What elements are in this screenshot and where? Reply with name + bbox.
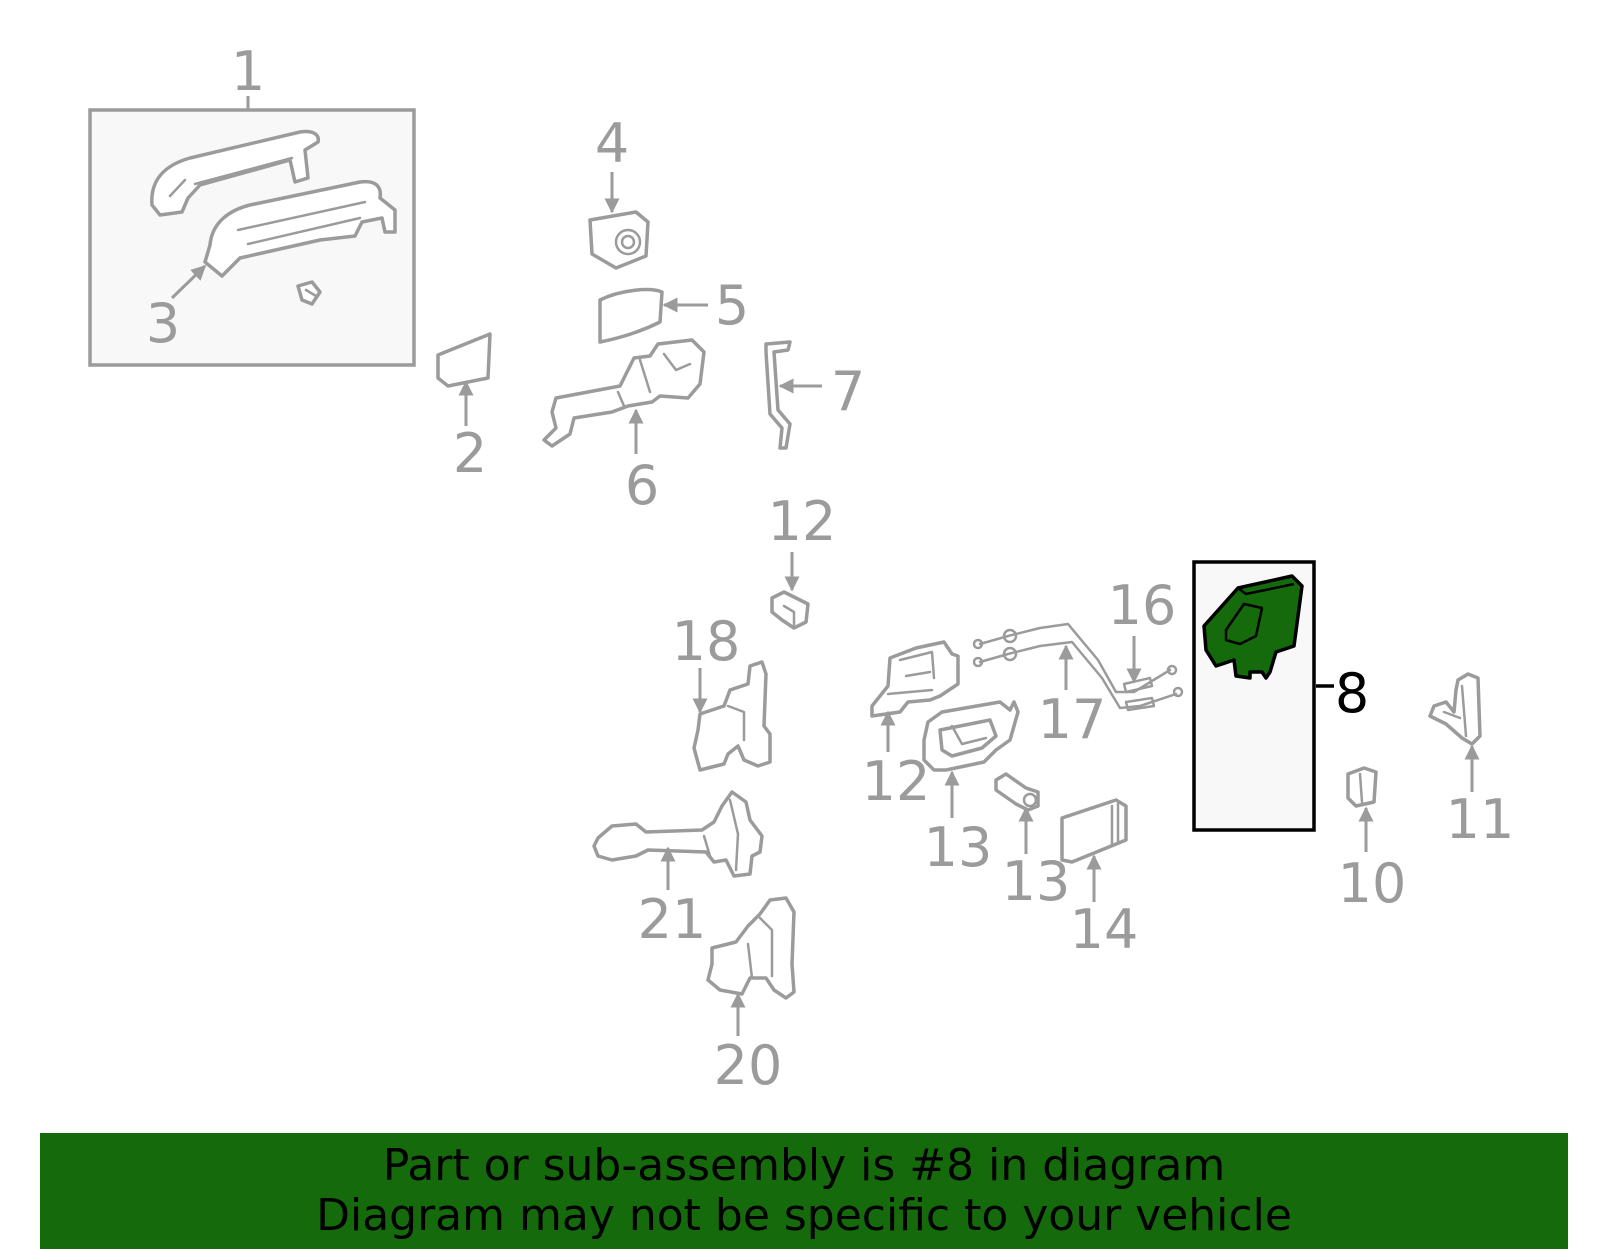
callout-13[interactable]: 13 xyxy=(1002,850,1071,913)
callout-12[interactable]: 12 xyxy=(862,750,931,813)
parts-diagram: 1 3 2 4 5 6 7 12 18 xyxy=(88,40,1515,1097)
callout-5[interactable]: 5 xyxy=(715,274,749,337)
part-21-door-check[interactable] xyxy=(592,790,764,890)
callout-8[interactable]: 8 xyxy=(1335,662,1369,725)
part-19[interactable] xyxy=(692,660,772,772)
callout-19[interactable]: 18 xyxy=(672,610,741,673)
part-10-clip[interactable] xyxy=(1346,766,1378,852)
info-banner: Part or sub-assembly is #8 in diagram Di… xyxy=(40,1133,1568,1249)
part-12-inside-handle[interactable] xyxy=(870,640,960,752)
callout-7[interactable]: 7 xyxy=(831,360,865,423)
callout-4[interactable]: 4 xyxy=(595,112,629,175)
part-18-clips[interactable] xyxy=(1122,636,1156,712)
part-11-striker[interactable] xyxy=(1428,672,1482,792)
callout-3[interactable]: 3 xyxy=(146,292,180,355)
callout-21[interactable]: 21 xyxy=(638,888,707,951)
part-6-handle-frame[interactable] xyxy=(542,338,706,454)
callout-15[interactable]: 13 xyxy=(924,816,993,879)
callout-17[interactable]: 17 xyxy=(1038,688,1107,751)
callout-11[interactable]: 11 xyxy=(1446,788,1515,851)
part-2[interactable] xyxy=(436,332,492,426)
callout-20[interactable]: 20 xyxy=(714,1034,783,1097)
part-1-outside-handle-assembly[interactable] xyxy=(88,96,416,367)
banner-line-2: Diagram may not be specific to your vehi… xyxy=(316,1190,1292,1241)
part-5[interactable] xyxy=(598,287,708,344)
part-13-screw[interactable] xyxy=(994,772,1040,854)
part-8-door-latch[interactable] xyxy=(1192,560,1334,832)
part-4-lock-cylinder[interactable] xyxy=(588,172,650,270)
callout-14[interactable]: 12 xyxy=(768,490,837,553)
part-15-bezel[interactable] xyxy=(922,700,1020,818)
callout-16[interactable]: 14 xyxy=(1070,898,1139,961)
callout-18[interactable]: 16 xyxy=(1108,574,1177,637)
callout-1[interactable]: 1 xyxy=(231,40,265,103)
part-7-rod[interactable] xyxy=(764,340,822,450)
part-20[interactable] xyxy=(706,896,796,1036)
part-16[interactable] xyxy=(1060,798,1128,902)
callout-10[interactable]: 10 xyxy=(1338,852,1407,915)
part-14-clip[interactable] xyxy=(770,552,810,630)
banner-line-1: Part or sub-assembly is #8 in diagram xyxy=(382,1140,1226,1191)
callout-6[interactable]: 6 xyxy=(625,454,659,517)
callout-2[interactable]: 2 xyxy=(453,422,487,485)
